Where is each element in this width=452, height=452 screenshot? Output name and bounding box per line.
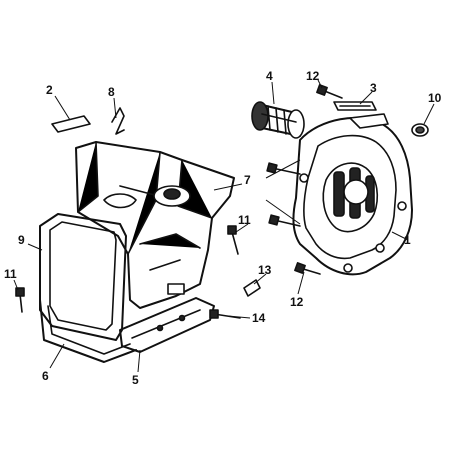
screen-filter-part-4 [251, 101, 305, 139]
bolt-part-11-left [15, 287, 25, 313]
callout-4: 4 [266, 69, 273, 83]
callout-13: 13 [258, 263, 272, 277]
bolt-part-11-right [227, 225, 239, 255]
clip-part-8 [111, 107, 125, 135]
callout-11-left: 11 [4, 267, 17, 281]
callout-1: 1 [404, 233, 411, 247]
housing-part-7 [75, 141, 235, 309]
callout-6: 6 [42, 369, 49, 383]
callout-8: 8 [108, 85, 115, 99]
callout-12-bottom: 12 [290, 295, 304, 309]
callout-2: 2 [46, 83, 53, 97]
small-plate-part-2 [51, 115, 91, 133]
callout-11-right: 11 [238, 213, 251, 227]
bolt-part-14 [209, 309, 241, 319]
leader-lines [13, 79, 435, 373]
bolt-part-12-bottom [294, 262, 321, 275]
callout-7: 7 [244, 173, 251, 187]
callout-12-top: 12 [306, 69, 320, 83]
fan-cover-part-1 [292, 113, 413, 276]
gasket-part-6 [39, 299, 137, 363]
callout-5: 5 [132, 373, 139, 387]
bracket-part-3 [333, 101, 377, 111]
fitting-part-13 [243, 279, 261, 297]
bolt-part-12-top [316, 84, 343, 99]
grommet-part-10 [411, 123, 429, 137]
bolt-pair-right [266, 162, 301, 227]
callout-10: 10 [428, 91, 442, 105]
callout-3: 3 [370, 81, 377, 95]
callout-9: 9 [18, 233, 25, 247]
lower-plate-part-5 [119, 297, 215, 353]
callout-14: 14 [252, 311, 266, 325]
